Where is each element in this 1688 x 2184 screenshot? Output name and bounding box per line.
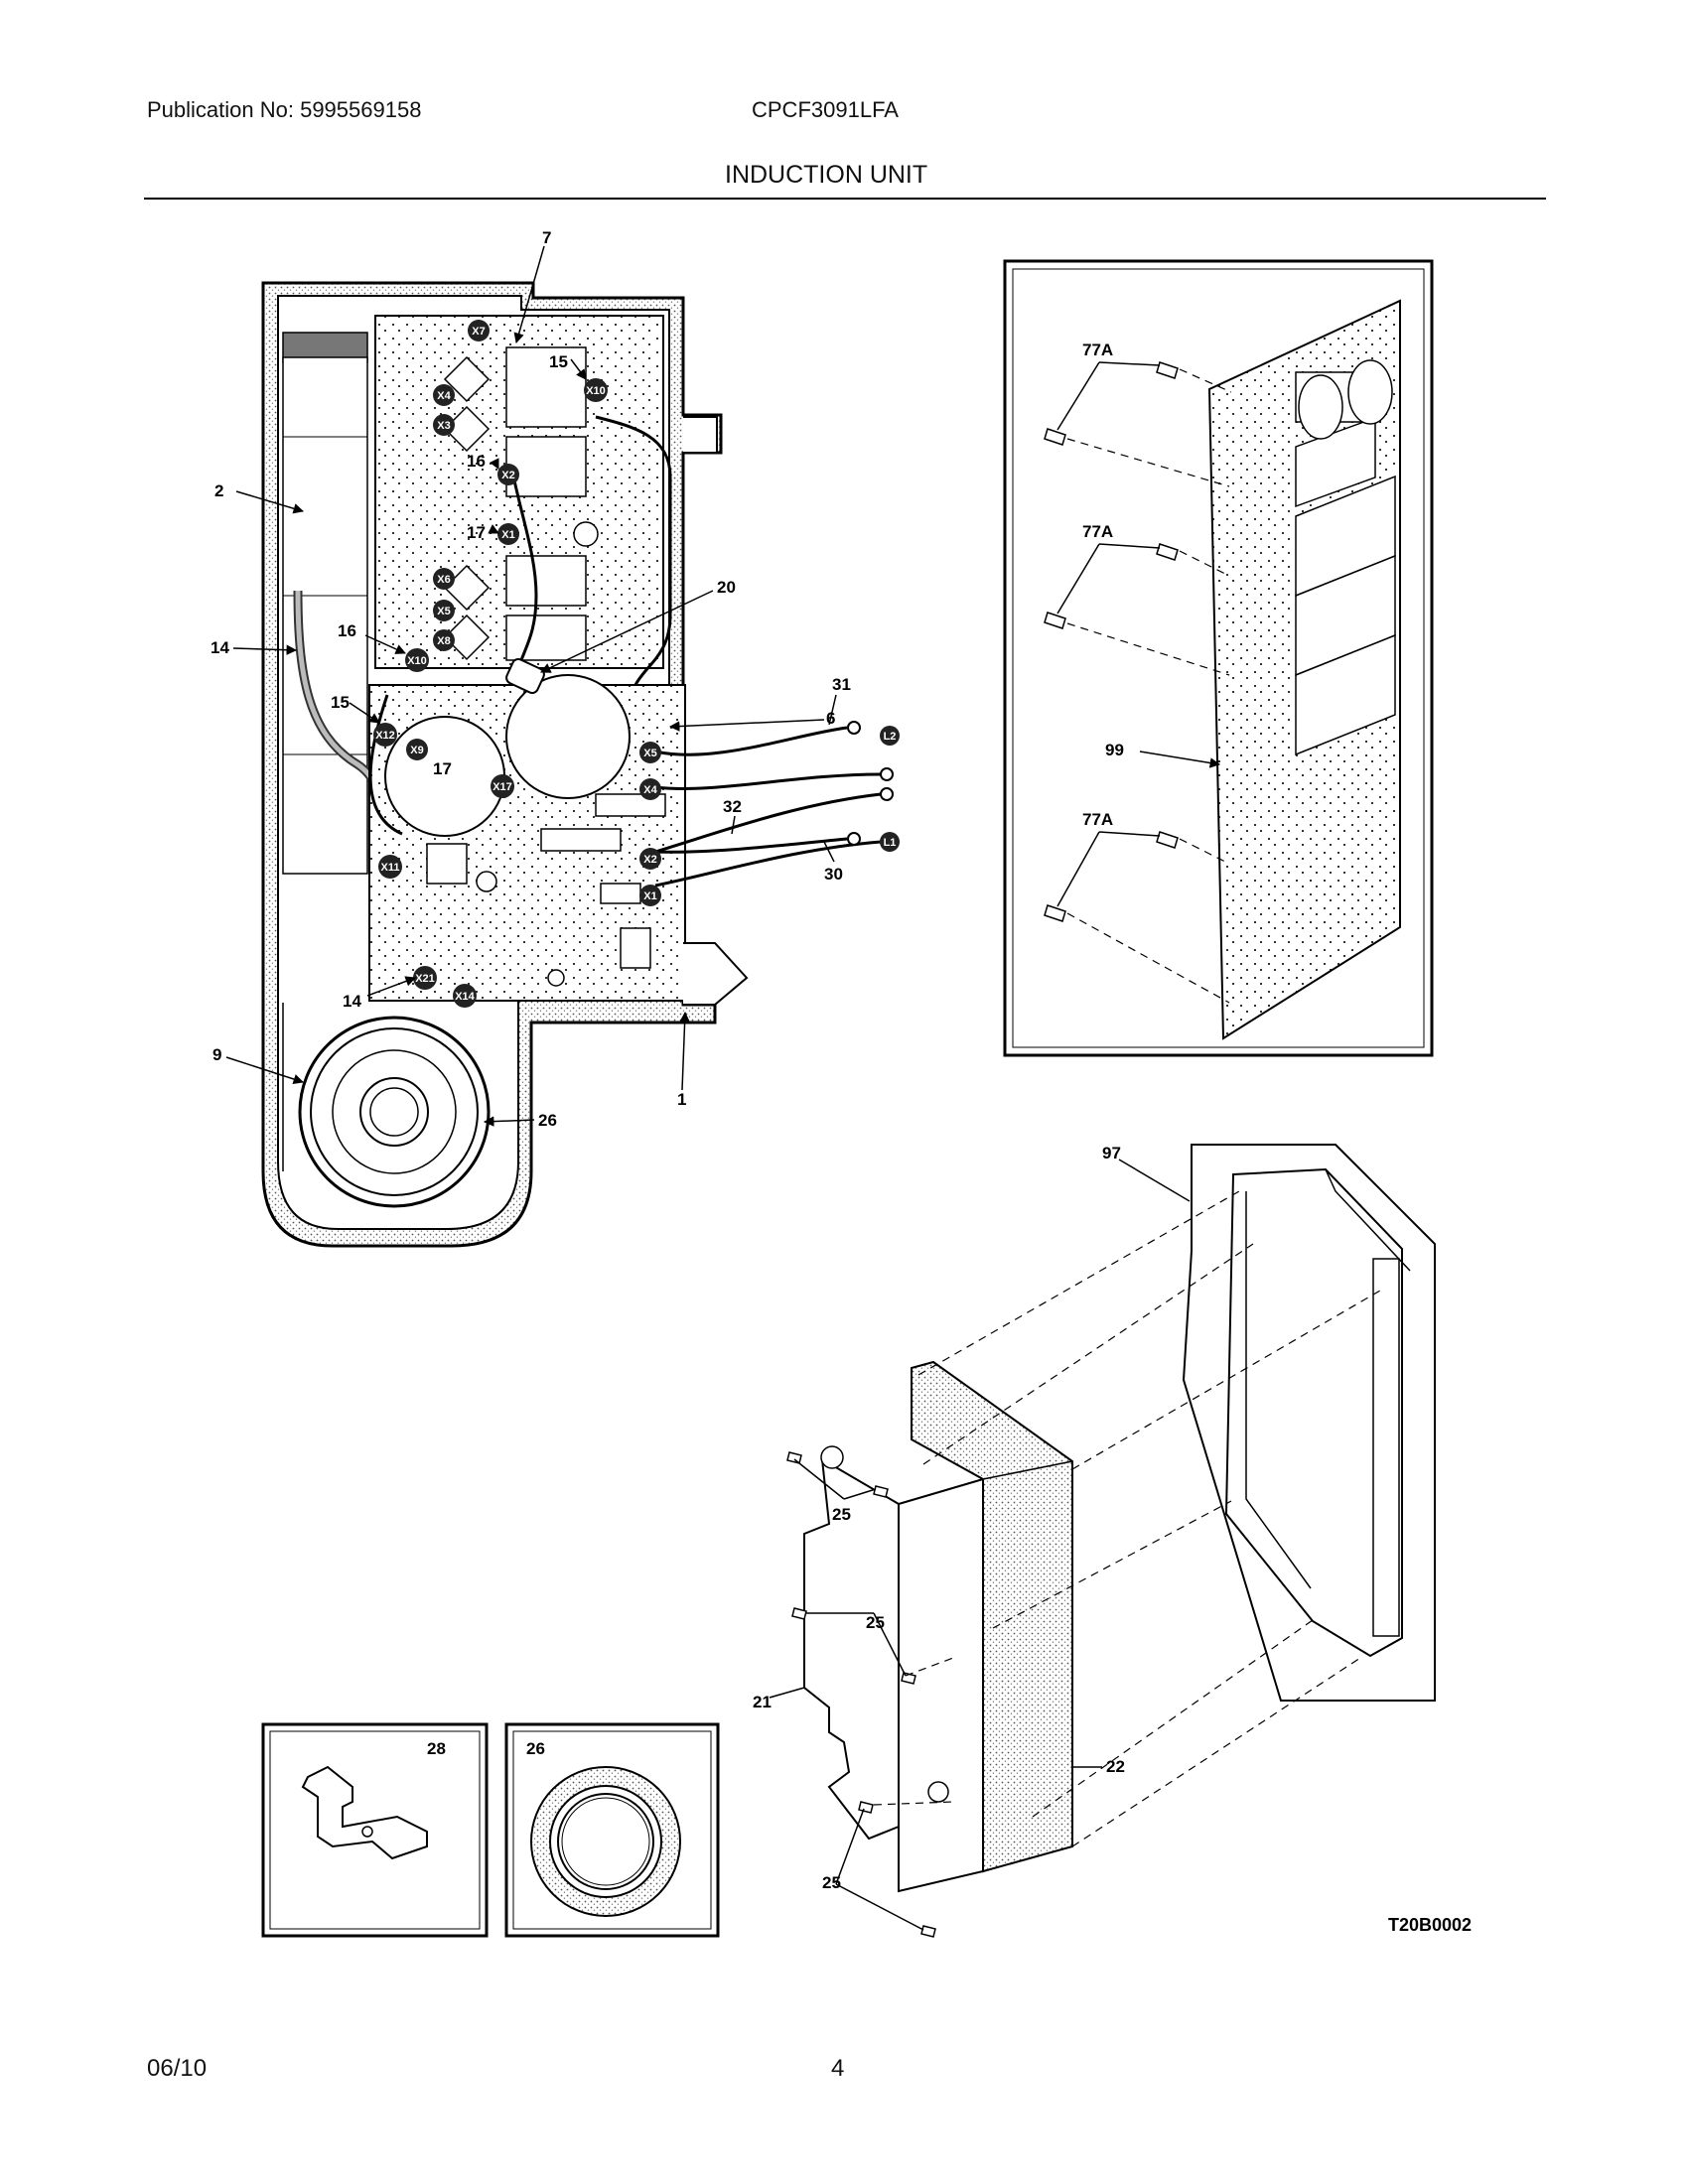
- inset-label-28: 28: [427, 1739, 446, 1758]
- callout-1: 1: [677, 1090, 686, 1109]
- callout-17-low: 17: [433, 759, 452, 778]
- connector-x4-low: X4: [643, 784, 657, 796]
- inset-label-26: 26: [526, 1739, 545, 1758]
- callout-97: 97: [1102, 1144, 1121, 1162]
- callout-25-top: 25: [832, 1505, 851, 1524]
- connector-x7: X7: [472, 326, 485, 338]
- shield-22: [911, 1360, 1073, 1873]
- callouts-main: 7 2 14 16 15 15 16 17 17 20 6 31 32 30 1…: [211, 228, 851, 1130]
- callout-6: 6: [826, 709, 835, 728]
- connector-x1-top: X1: [501, 529, 514, 541]
- connector-x4-top: X4: [437, 390, 451, 402]
- page-title: INDUCTION UNIT: [725, 161, 928, 189]
- callout-16-top: 16: [467, 452, 486, 471]
- header-divider: [144, 198, 1546, 200]
- callout-77a-top: 77A: [1082, 341, 1113, 359]
- connector-x14: X14: [455, 991, 475, 1003]
- connector-x5-top: X5: [437, 606, 450, 617]
- power-wires: [654, 726, 882, 887]
- connector-x11: X11: [381, 862, 400, 874]
- callout-20: 20: [717, 578, 736, 597]
- callout-15-left: 15: [331, 693, 350, 712]
- connector-x5-low: X5: [643, 748, 656, 759]
- connector-x6-top: X6: [437, 574, 450, 586]
- connector-x3-top: X3: [437, 420, 450, 432]
- publication-number: Publication No: 5995569158: [147, 97, 422, 122]
- connector-x2-top: X2: [501, 470, 514, 481]
- callout-22: 22: [1106, 1757, 1125, 1776]
- connector-x17: X17: [492, 781, 512, 793]
- board-99-inset: [1003, 259, 1434, 1057]
- footer-date: 06/10: [147, 2055, 208, 2082]
- callout-26: 26: [538, 1111, 557, 1130]
- callout-31: 31: [832, 675, 851, 694]
- callout-17-top: 17: [467, 523, 486, 542]
- leader-lines-lower: [769, 1159, 1191, 1931]
- leader-lines-wires: [731, 694, 837, 863]
- connector-x12: X12: [375, 730, 395, 742]
- terminal-l2: L2: [884, 731, 897, 743]
- connector-x21: X21: [415, 973, 435, 985]
- wire-terminals: [847, 721, 894, 846]
- connector-markers: X7 X4 X3 X10 X2 X1 X6 X5 X8 X10 X12 X9 X…: [373, 320, 900, 1008]
- callout-9: 9: [212, 1045, 221, 1064]
- page-number: 4: [831, 2055, 845, 2082]
- inset-28: [261, 1722, 489, 1938]
- callouts-board-99: 77A 77A 77A 99: [1082, 341, 1124, 829]
- callout-25-mid: 25: [866, 1613, 885, 1632]
- drawing-code: T20B0002: [1388, 1915, 1472, 1935]
- callout-30: 30: [824, 865, 843, 884]
- module-97: [1182, 1144, 1436, 1702]
- terminal-l1: L1: [884, 837, 897, 849]
- callout-25-bottom: 25: [822, 1873, 841, 1892]
- callout-77a-mid: 77A: [1082, 522, 1113, 541]
- connector-x2-low: X2: [643, 854, 656, 866]
- connector-x10-top: X10: [586, 385, 606, 397]
- callout-32: 32: [723, 797, 742, 816]
- callout-16-left: 16: [338, 621, 356, 640]
- leader-lines-main: [225, 245, 825, 1127]
- inset-26: [504, 1722, 720, 1938]
- callout-99: 99: [1105, 741, 1124, 759]
- callout-7: 7: [542, 228, 551, 247]
- board-99-clips: [1044, 361, 1179, 922]
- explode-dashes: [873, 1190, 1381, 1847]
- connector-x1-low: X1: [643, 890, 656, 902]
- connector-x8: X8: [437, 635, 450, 647]
- callout-77a-bottom: 77A: [1082, 810, 1113, 829]
- connector-x10-mid: X10: [407, 655, 427, 667]
- main-housing: [261, 281, 749, 1248]
- callouts-lower: 97 25 25 21 22 25: [753, 1144, 1125, 1892]
- connector-x9: X9: [410, 745, 423, 756]
- callout-14-bottom: 14: [343, 992, 361, 1011]
- callout-15-top: 15: [549, 352, 568, 371]
- board-99-dashes: [1066, 368, 1232, 1004]
- callout-14-top: 14: [211, 638, 229, 657]
- callout-2: 2: [214, 481, 223, 500]
- board-99-leaders: [1056, 361, 1221, 907]
- callout-21: 21: [753, 1693, 772, 1711]
- bracket-21: [803, 1445, 1031, 1893]
- model-number: CPCF3091LFA: [752, 97, 899, 122]
